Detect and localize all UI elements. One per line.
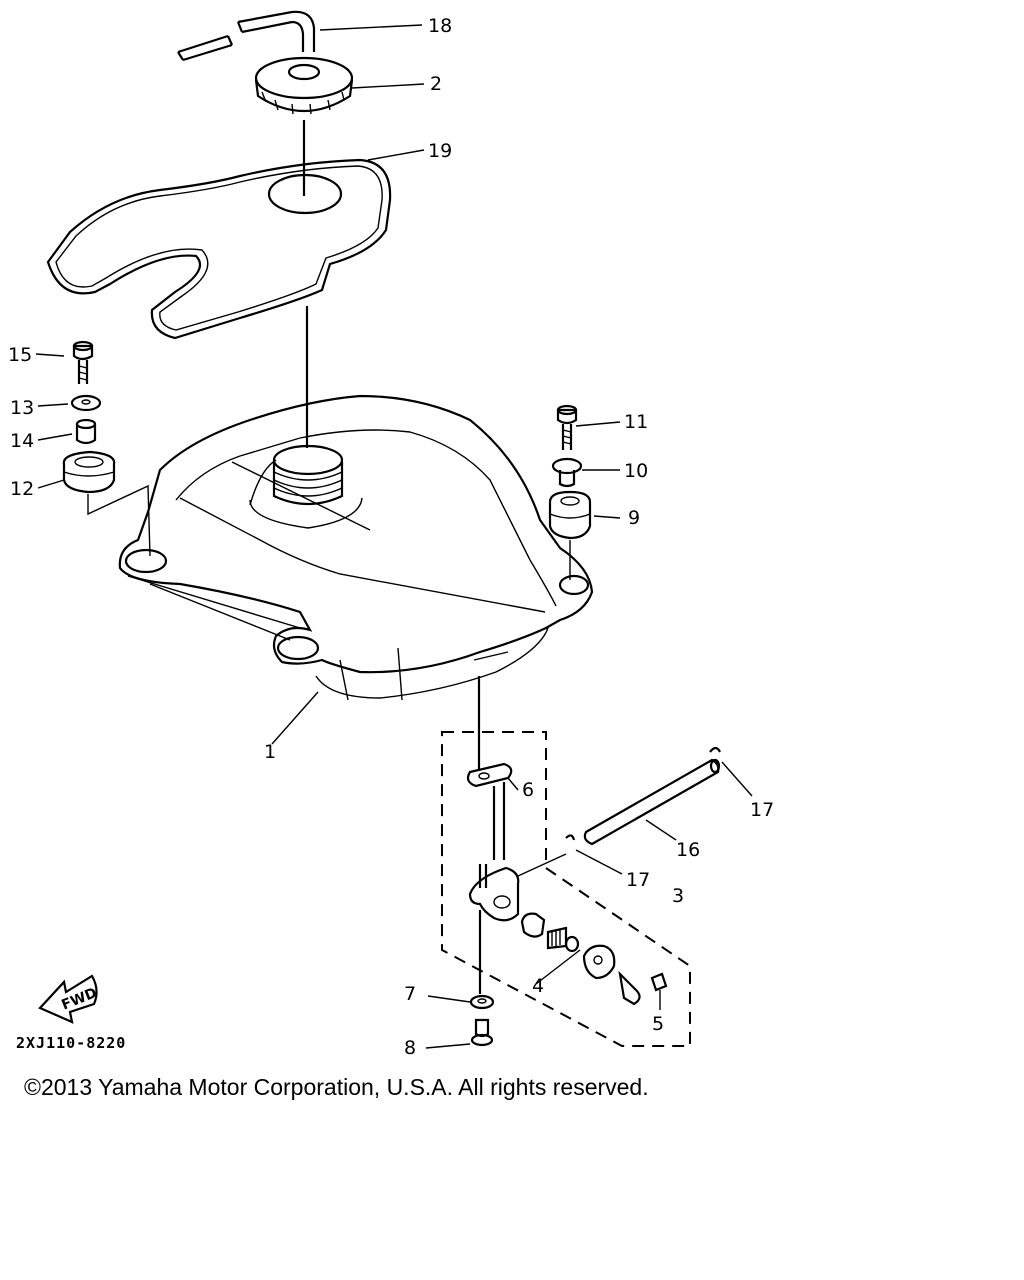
left-mount-hardware <box>35 340 151 557</box>
fuel-tank <box>118 394 594 745</box>
drawing-code: 2XJ110-8220 <box>16 1034 126 1052</box>
fuel-cock-group-boundary <box>441 731 691 1047</box>
fuel-cock <box>466 762 567 994</box>
fuel-hose-and-clips <box>565 746 753 875</box>
callout-1: 1 <box>264 741 276 763</box>
callout-10: 10 <box>624 460 648 482</box>
callout-17-lower: 17 <box>626 869 650 891</box>
right-mount-hardware <box>548 404 621 580</box>
callout-4: 4 <box>532 975 544 997</box>
callout-18: 18 <box>428 15 452 37</box>
callout-16: 16 <box>676 839 700 861</box>
callout-15: 15 <box>8 344 32 366</box>
callout-13: 13 <box>10 397 34 419</box>
callout-3: 3 <box>672 885 684 907</box>
callout-11: 11 <box>624 411 648 433</box>
forward-direction-arrow: FWD <box>38 974 99 1024</box>
callout-17-upper: 17 <box>750 799 774 821</box>
callout-2: 2 <box>430 73 442 95</box>
callout-19: 19 <box>428 140 452 162</box>
callout-12: 12 <box>10 478 34 500</box>
drain-washer-and-screw <box>425 994 495 1049</box>
gasket-plate <box>46 149 425 340</box>
fuel-cap <box>254 56 425 115</box>
callout-5: 5 <box>652 1013 664 1035</box>
callout-9: 9 <box>628 507 640 529</box>
fuel-cock-small-parts <box>520 912 668 1010</box>
breather-hose <box>177 10 423 62</box>
callout-7: 7 <box>404 983 416 1005</box>
callout-8: 8 <box>404 1037 416 1059</box>
callout-14: 14 <box>10 430 34 452</box>
callout-6: 6 <box>522 779 534 801</box>
copyright-notice: ©2013 Yamaha Motor Corporation, U.S.A. A… <box>24 1074 649 1100</box>
